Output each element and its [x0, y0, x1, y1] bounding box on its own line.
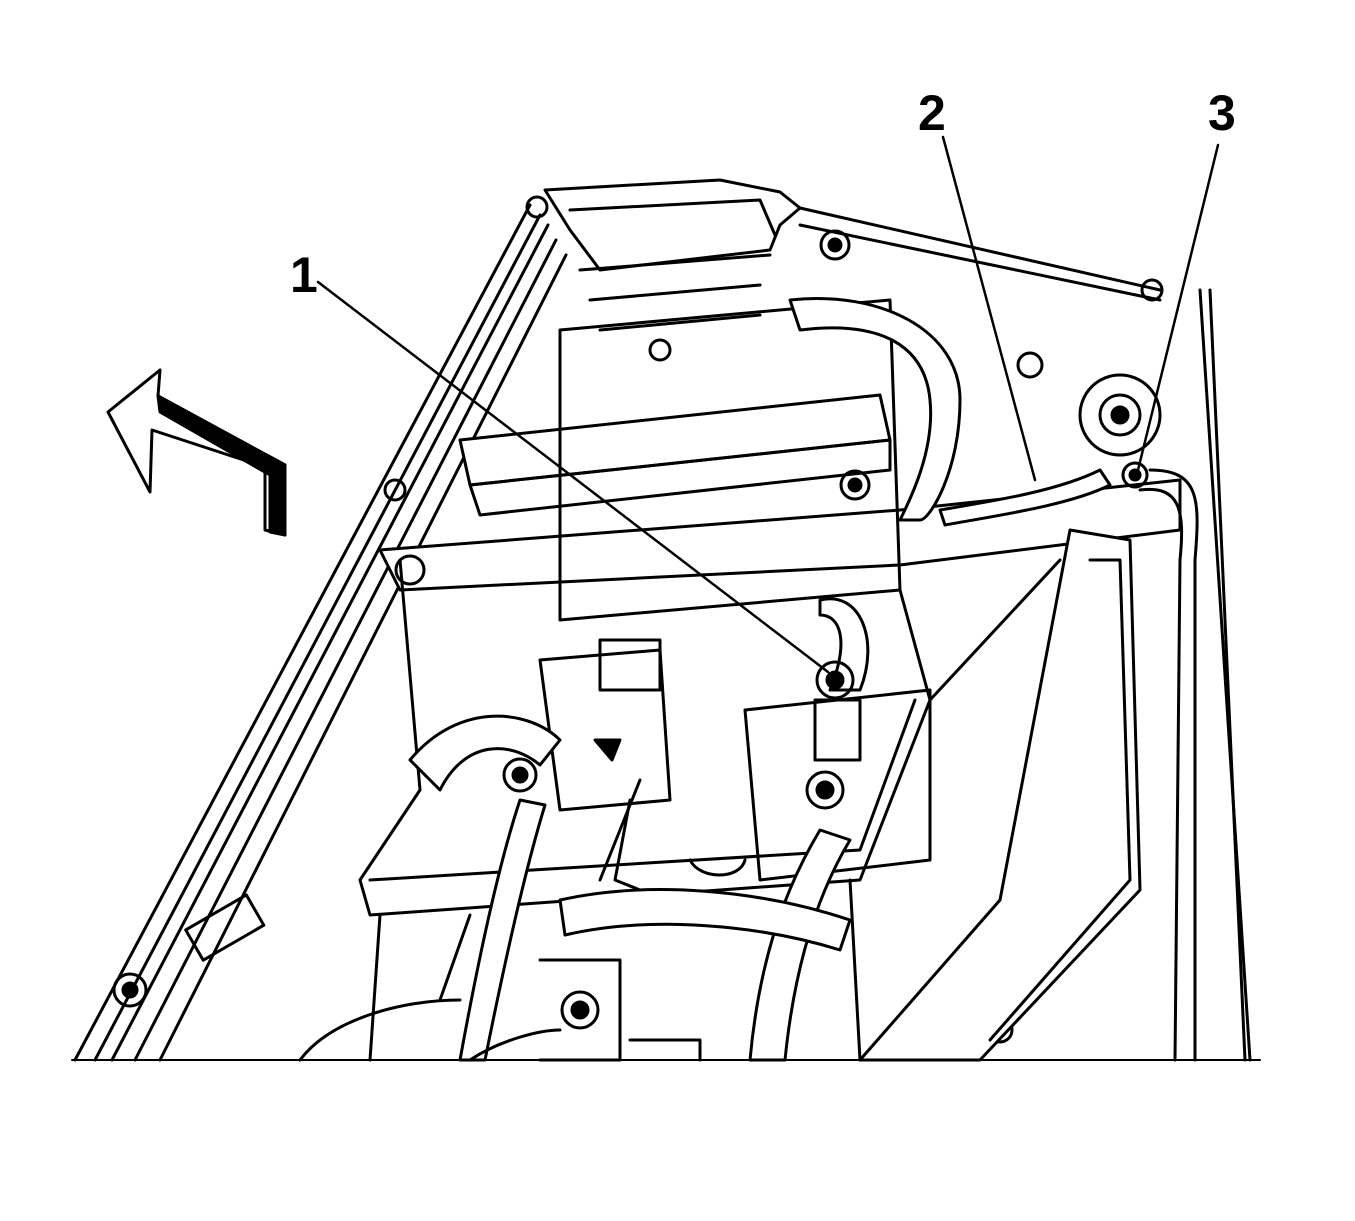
callout-3: 3	[1208, 85, 1236, 141]
left-rail-assembly	[73, 195, 568, 1062]
top-bracket	[543, 178, 1164, 332]
cable-assembly	[938, 468, 1199, 1062]
direction-arrow-icon	[106, 368, 287, 537]
callout-1: 1	[290, 247, 318, 303]
right-panel	[858, 288, 1252, 1062]
lower-structure	[298, 778, 862, 1062]
leader-lines	[316, 135, 1220, 674]
coolant-hoses	[408, 297, 962, 1062]
terminal-nuts	[502, 338, 1162, 1044]
callout-2: 2	[918, 85, 946, 141]
